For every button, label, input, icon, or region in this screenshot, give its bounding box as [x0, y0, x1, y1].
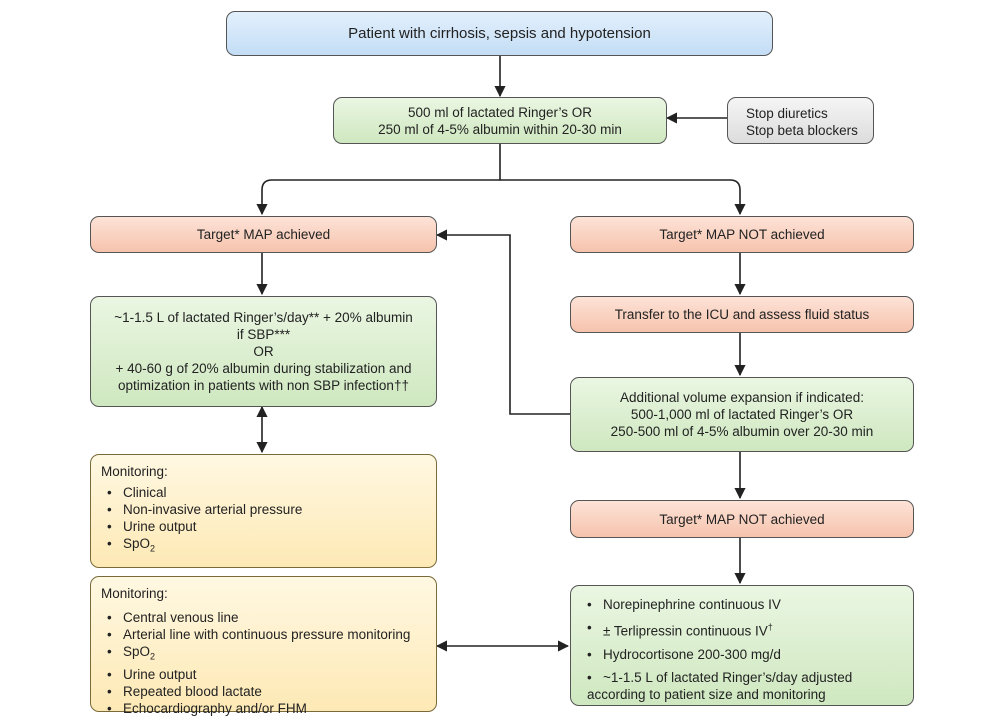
icu-transfer-text: Transfer to the ICU and assess fluid sta…: [614, 307, 870, 322]
additional-expansion-box: Additional volume expansion if indicated…: [570, 377, 914, 452]
monitoring-advanced-list: Central venous line Arterial line with c…: [101, 609, 436, 717]
spo2-text: SpO: [123, 644, 151, 659]
start-box: Patient with cirrhosis, sepsis and hypot…: [226, 11, 773, 56]
expansion-line-3: 250-500 ml of 4-5% albumin over 20-30 mi…: [610, 424, 874, 439]
expansion-line-1: Additional volume expansion if indicated…: [620, 390, 864, 405]
list-item: Repeated blood lactate: [101, 683, 436, 700]
list-item: ± Terlipressin continuous IV†: [581, 619, 913, 640]
maintenance-line-4: + 40-60 g of 20% albumin during stabiliz…: [115, 361, 412, 376]
list-item: Non-invasive arterial pressure: [101, 501, 436, 518]
list-item: SpO2: [101, 535, 436, 558]
maintenance-line-3: OR: [253, 344, 274, 359]
arrow-expansion-feedback: [435, 229, 570, 415]
monitoring-advanced-box: Monitoring: Central venous line Arterial…: [90, 576, 437, 717]
monitoring-basic-header: Monitoring:: [101, 464, 168, 479]
ringer-line-2: according to patient size and monitoring: [587, 686, 826, 702]
fluid-bolus-line-1: 500 ml of lactated Ringer’s OR: [407, 104, 593, 120]
list-item: Urine output: [101, 666, 436, 683]
map-not-achieved-box-2: Target* MAP NOT achieved: [570, 500, 914, 538]
fluid-bolus-line-2: 250 ml of 4-5% albumin within 20-30 min: [378, 121, 622, 137]
map-not-achieved-text-2: Target* MAP NOT achieved: [659, 511, 825, 527]
map-not-achieved-box-1: Target* MAP NOT achieved: [570, 216, 914, 253]
maintenance-line-2: if SBP***: [236, 327, 291, 342]
list-item: SpO2: [101, 643, 436, 666]
spo2-subscript: 2: [150, 543, 156, 554]
stop-beta-blockers-text: Stop beta blockers: [746, 123, 858, 138]
maintenance-line-5: optimization in patients with non SBP in…: [118, 378, 409, 393]
map-not-achieved-text-1: Target* MAP NOT achieved: [659, 227, 825, 242]
monitoring-advanced-header: Monitoring:: [101, 586, 168, 601]
list-item: Central venous line: [101, 609, 436, 626]
monitoring-basic-list: Clinical Non-invasive arterial pressure …: [101, 484, 436, 558]
list-item: Echocardiography and/or FHM: [101, 700, 436, 717]
dagger-superscript: †: [767, 622, 773, 632]
icu-transfer-box: Transfer to the ICU and assess fluid sta…: [570, 296, 914, 333]
stop-medications-box: Stop diuretics Stop beta blockers: [727, 97, 874, 144]
maintenance-fluids-box: ~1-1.5 L of lactated Ringer’s/day** + 20…: [90, 296, 437, 407]
start-text: Patient with cirrhosis, sepsis and hypot…: [348, 25, 651, 42]
spo2-text: SpO: [123, 536, 151, 551]
list-item: Hydrocortisone 200-300 mg/d: [581, 646, 913, 663]
map-achieved-box: Target* MAP achieved: [90, 216, 437, 253]
list-item: ~1-1.5 L of lactated Ringer’s/day adjust…: [581, 669, 913, 686]
list-item: Clinical: [101, 484, 436, 501]
map-achieved-text: Target* MAP achieved: [196, 227, 331, 242]
monitoring-basic-box: Monitoring: Clinical Non-invasive arteri…: [90, 454, 437, 568]
fluid-bolus-box: 500 ml of lactated Ringer’s OR 250 ml of…: [333, 97, 667, 144]
list-item: Norepinephrine continuous IV: [581, 596, 913, 613]
branch-left: [256, 144, 501, 216]
vasopressor-list: Norepinephrine continuous IV ± Terlipres…: [581, 596, 913, 686]
ringer-line-1: ~1-1.5 L of lactated Ringer’s/day adjust…: [603, 669, 853, 685]
vasopressor-box: Norepinephrine continuous IV ± Terlipres…: [570, 585, 914, 706]
maintenance-line-1: ~1-1.5 L of lactated Ringer’s/day** + 20…: [114, 310, 413, 325]
list-item: Arterial line with continuous pressure m…: [101, 626, 436, 643]
spo2-subscript: 2: [150, 651, 156, 662]
branch-right: [500, 179, 746, 216]
terlipressin-text: ± Terlipressin continuous IV: [603, 623, 768, 639]
stop-diuretics-text: Stop diuretics: [746, 106, 828, 121]
expansion-line-2: 500-1,000 ml of lactated Ringer’s OR: [630, 407, 854, 422]
list-item: Urine output: [101, 518, 436, 535]
